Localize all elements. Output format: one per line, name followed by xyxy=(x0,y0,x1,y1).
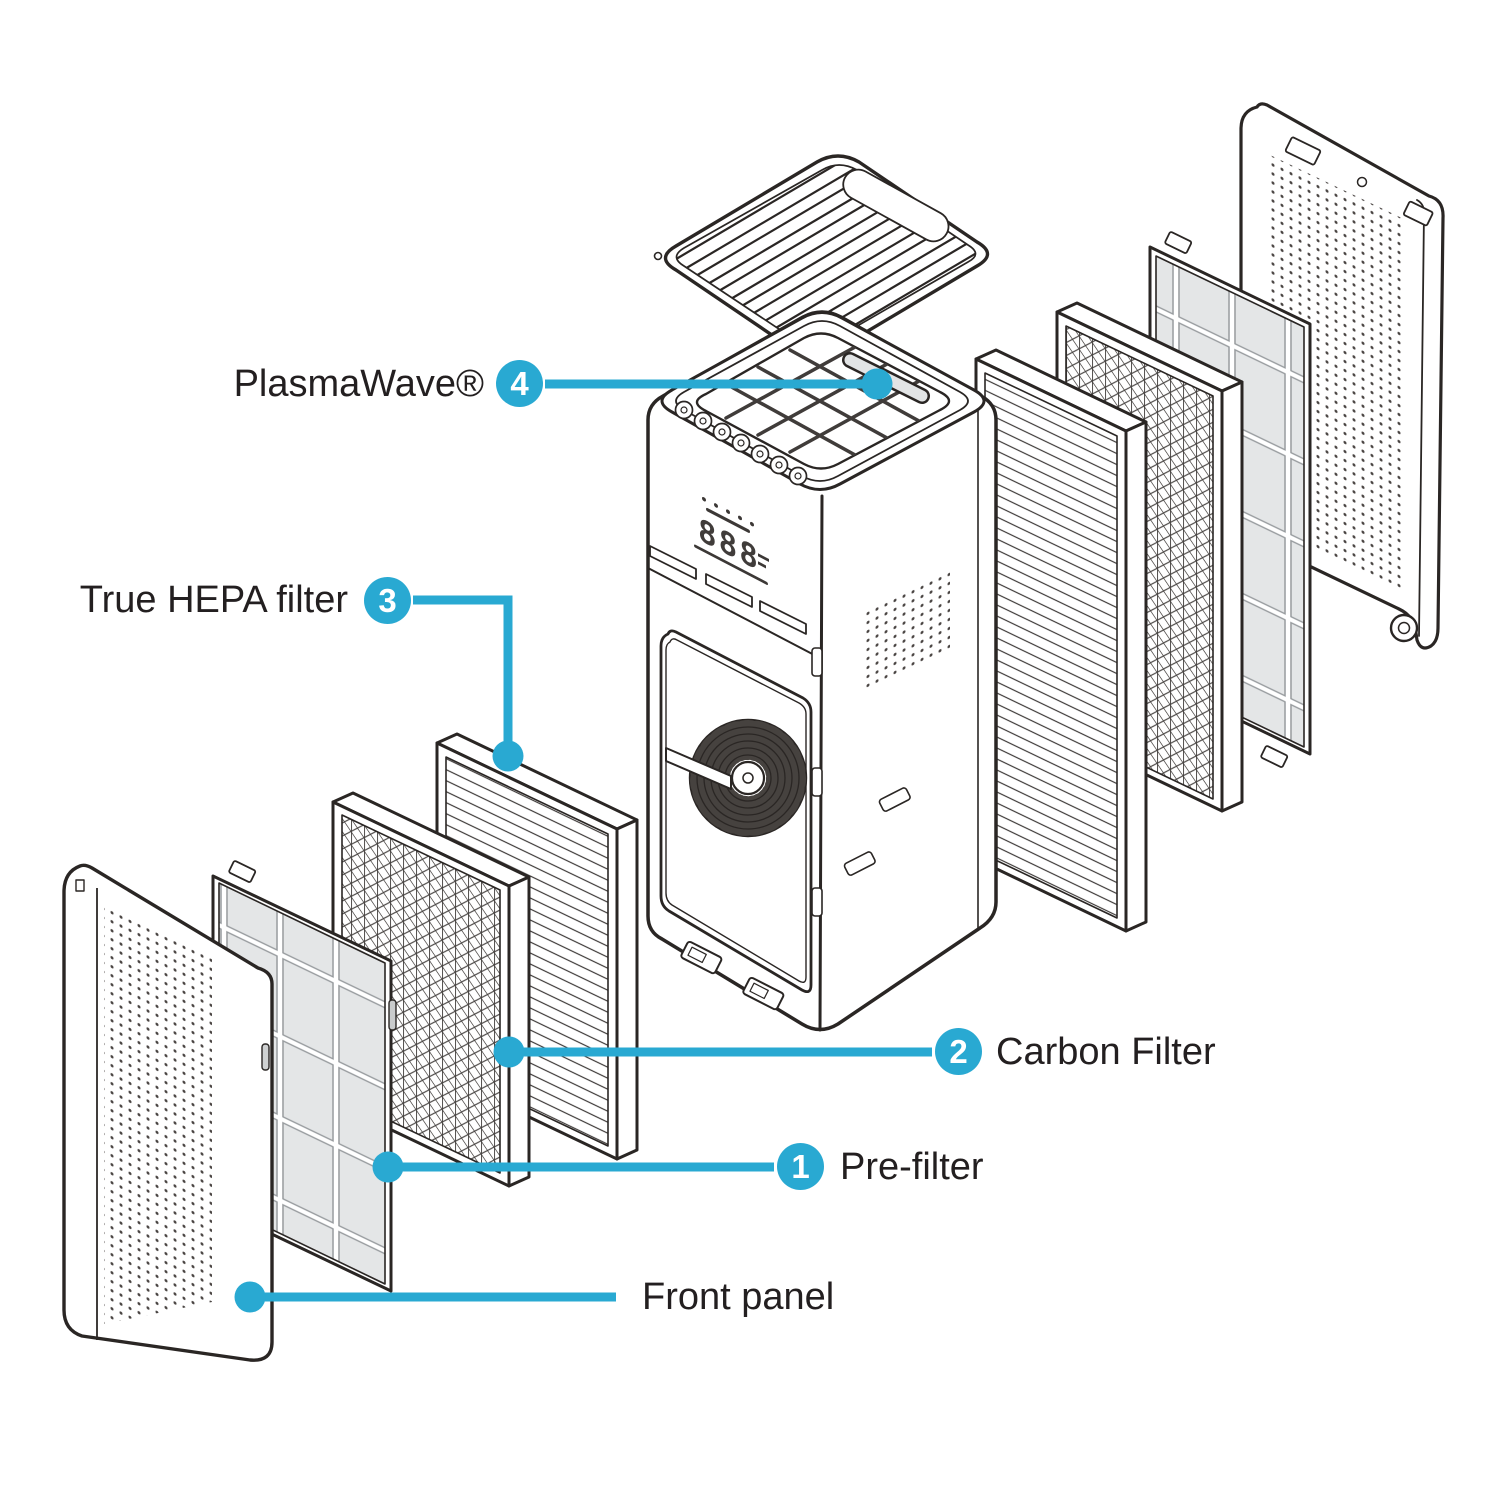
pre-filter-latch xyxy=(388,999,397,1031)
callout-number-4: 4 xyxy=(496,360,543,407)
callout-number-1: 1 xyxy=(777,1143,824,1190)
grille-slats xyxy=(676,165,976,346)
callout-number-3: 3 xyxy=(364,577,411,624)
bottom-latch xyxy=(680,940,723,975)
label-front-panel: Front panel xyxy=(642,1276,835,1318)
leader-lines xyxy=(234,368,932,1313)
control-buttons xyxy=(674,400,808,486)
front-panel xyxy=(62,863,274,1362)
top-grille xyxy=(653,154,990,371)
label-pre-filter: Pre-filter xyxy=(840,1146,984,1188)
fan-support-arm xyxy=(665,747,732,790)
main-unit: 888 xyxy=(646,310,998,1032)
label-true-hepa-filter: True HEPA filter xyxy=(79,579,348,621)
fan xyxy=(665,718,808,838)
rear-pleated-filter xyxy=(974,348,1148,933)
bottom-latch xyxy=(742,976,785,1011)
label-plasmawave: PlasmaWave® xyxy=(233,363,484,405)
front-panel-latch xyxy=(261,1043,270,1071)
front-louvers xyxy=(649,545,807,635)
front-panel-perforation xyxy=(104,902,212,1324)
label-carbon-filter: Carbon Filter xyxy=(996,1031,1216,1073)
callout-number-2: 2 xyxy=(935,1028,982,1075)
side-vent-perforation xyxy=(866,570,950,692)
